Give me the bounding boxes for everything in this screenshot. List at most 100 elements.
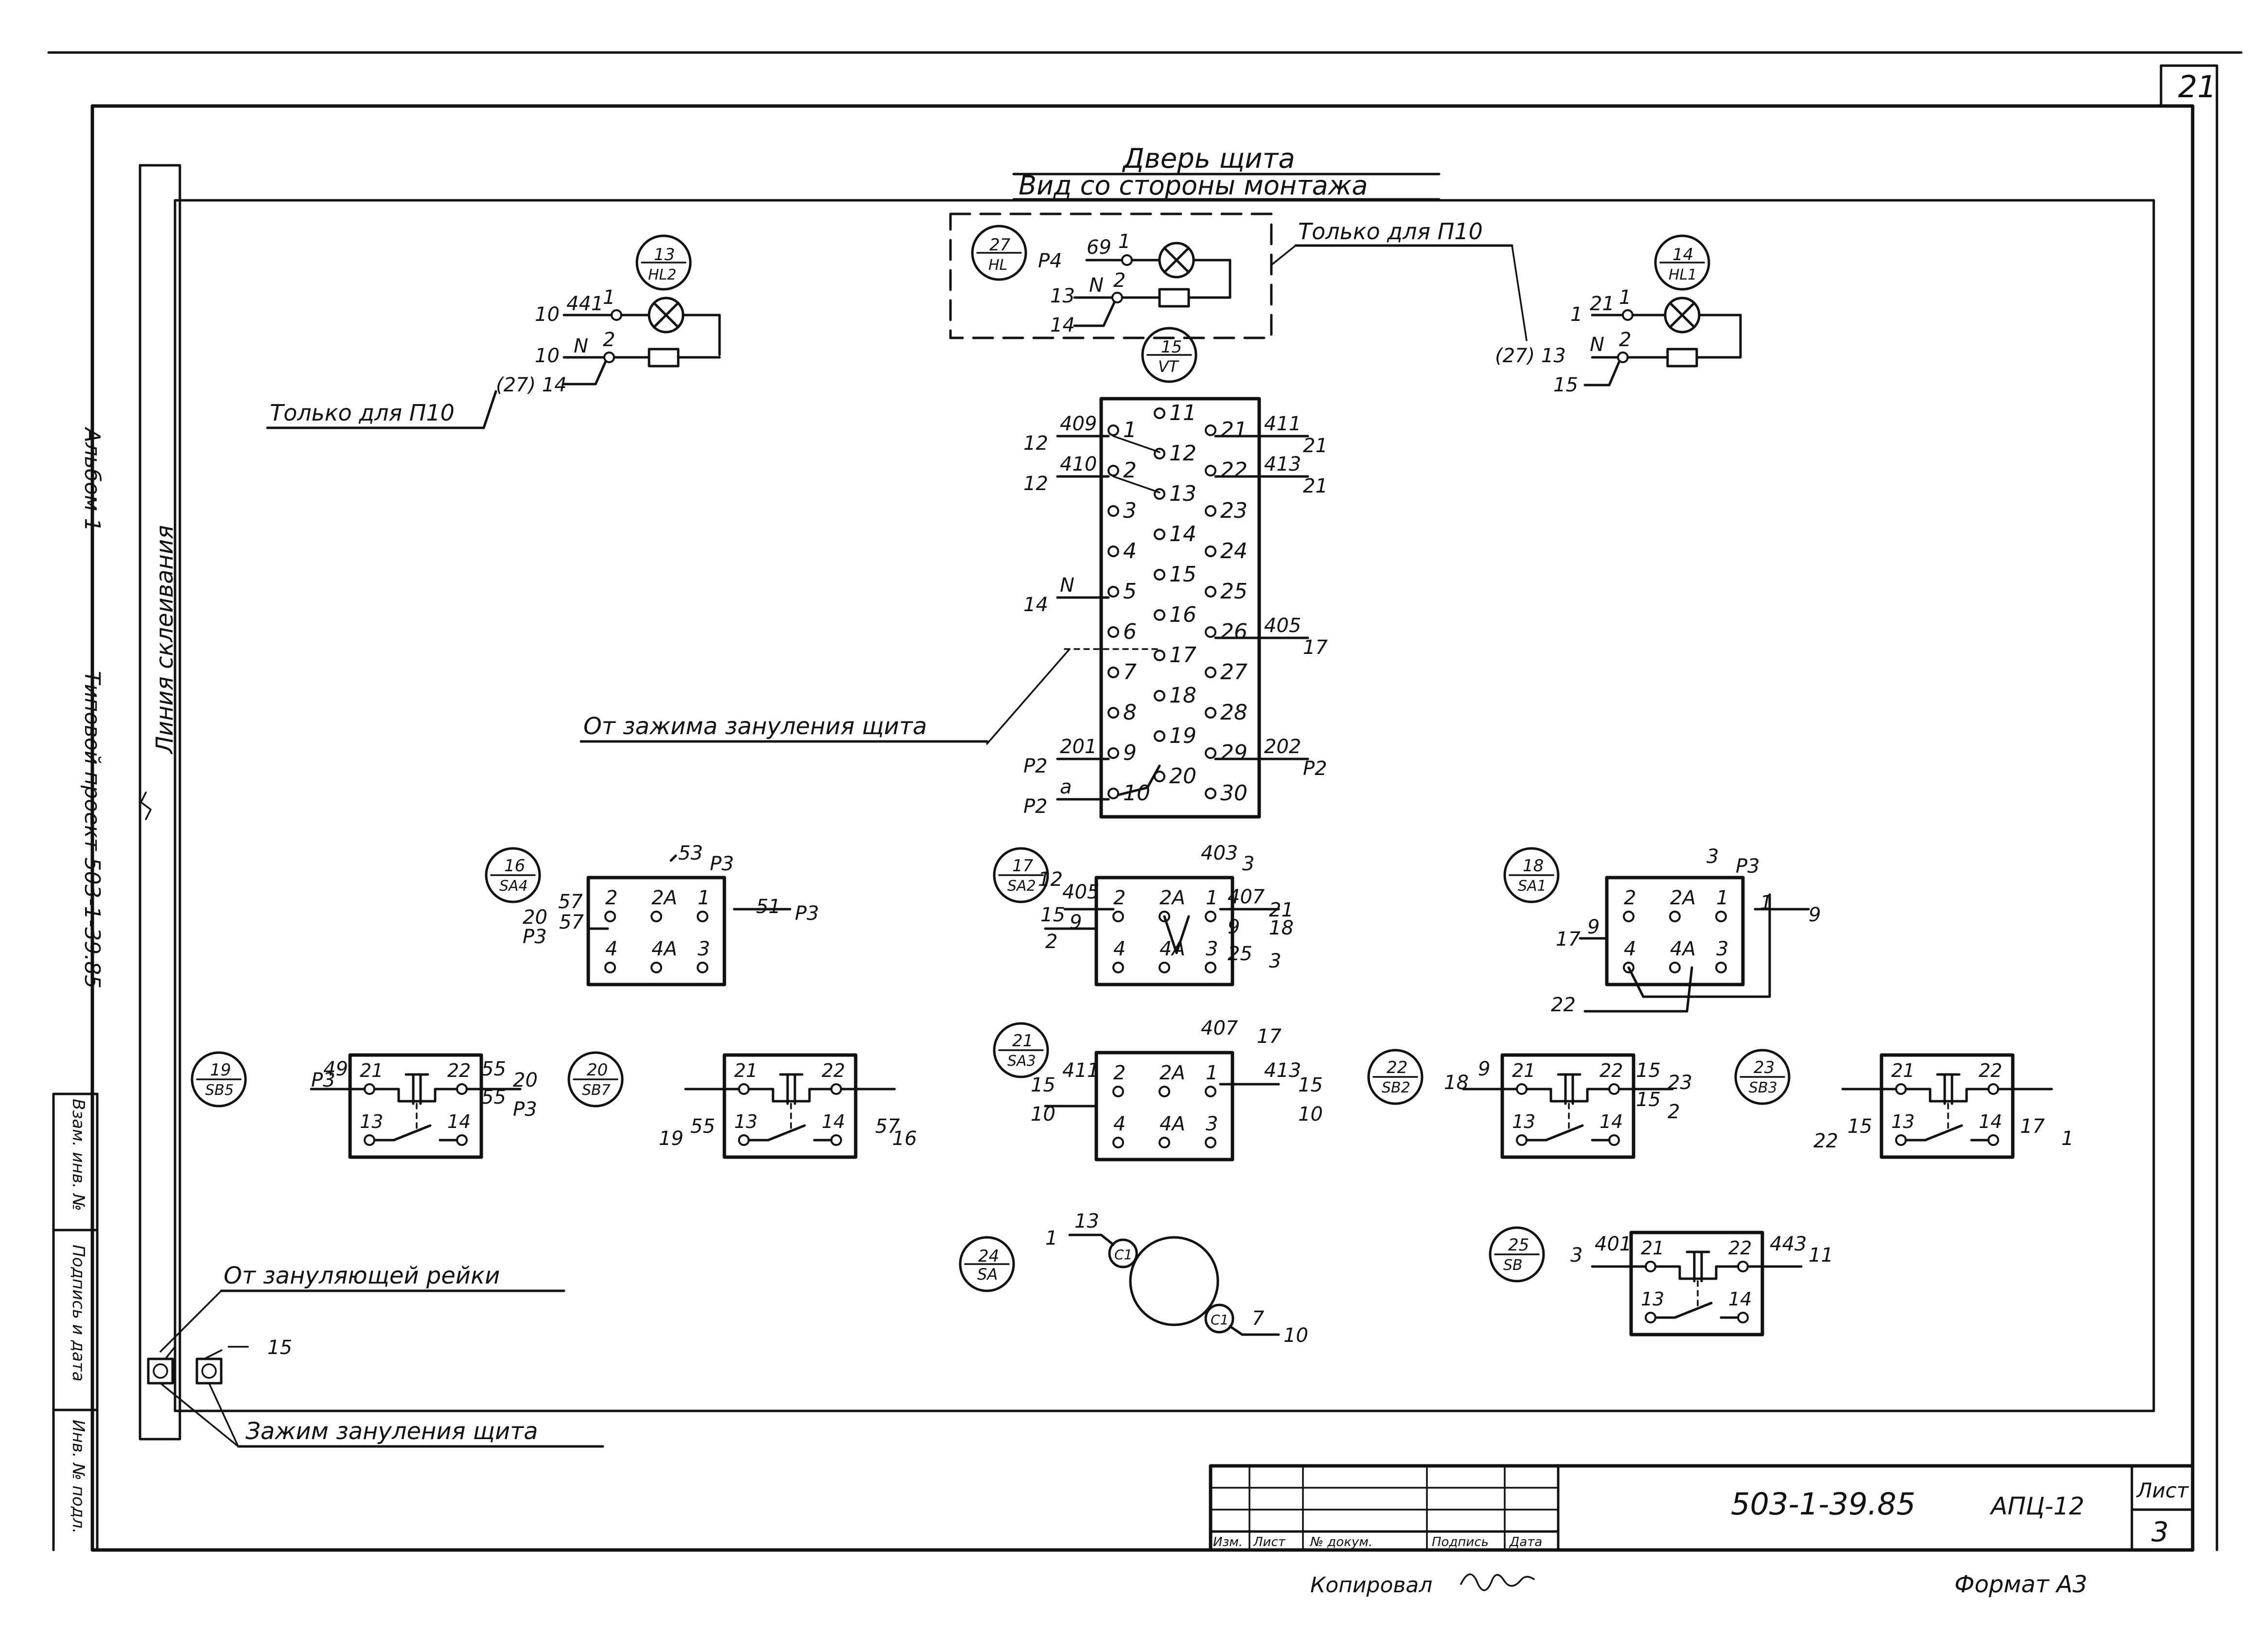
hl-w1-pin: 1 xyxy=(1118,230,1130,253)
button-pin-label: 22 xyxy=(1728,1237,1752,1259)
sa-label-c1a: C1 xyxy=(1114,1247,1132,1263)
button-wire-label: 55 xyxy=(481,1086,506,1109)
switch-pin xyxy=(1112,962,1124,973)
vt-terminal-label: 15 xyxy=(1169,562,1196,587)
vt-terminal xyxy=(1108,424,1119,436)
button-pin-label: 22 xyxy=(1600,1060,1623,1081)
title-block xyxy=(1209,1464,2195,1552)
button-pin-label: 13 xyxy=(1891,1111,1915,1132)
button-pin-label: 22 xyxy=(822,1060,845,1081)
hl1-tag: 14 xyxy=(1672,245,1693,264)
vt-terminal-columns: 1234567891011121314151617181920212223242… xyxy=(1023,401,1328,818)
vt-terminal-label: 3 xyxy=(1123,498,1137,523)
sheet-label: Лист xyxy=(2136,1479,2189,1502)
switch-pin-label: 2 xyxy=(1113,887,1125,909)
button-nc-contact xyxy=(1525,1088,1611,1103)
vt-note-leader xyxy=(986,648,1071,745)
vt-terminal-label: 17 xyxy=(1169,643,1196,668)
button-pin-label: 21 xyxy=(1641,1237,1664,1259)
button-wire-label: 16 xyxy=(892,1127,917,1150)
hl-w1-mark: 69 xyxy=(1087,236,1111,259)
vt-terminal xyxy=(1108,667,1119,678)
switch-wire-label: 3 xyxy=(1242,853,1254,875)
vt-terminal xyxy=(1205,707,1216,719)
hl2-w1-pin: 1 xyxy=(603,286,615,309)
button-tag: 23 xyxy=(1754,1058,1775,1077)
switch-pin xyxy=(1715,911,1727,922)
copied-label: Копировал xyxy=(1310,1573,1432,1598)
hl1-w2-pin: 2 xyxy=(1619,329,1631,351)
ground-clamp-note: Зажим зануления щита xyxy=(246,1418,538,1445)
button-pin-label: 14 xyxy=(447,1111,471,1132)
vt-terminal-label: 14 xyxy=(1169,522,1196,546)
vt-terminal-label: 25 xyxy=(1220,579,1248,604)
button-wire-label: 11 xyxy=(1809,1244,1833,1267)
switch-tag: 21 xyxy=(1012,1031,1033,1051)
switch-wire-label: 15 xyxy=(1298,1074,1323,1096)
vt-terminal-label: 28 xyxy=(1220,700,1248,725)
button-pin xyxy=(456,1134,468,1146)
vt-terminal xyxy=(1154,569,1165,581)
hl-w2-mark: N xyxy=(1089,274,1104,297)
tb-col-izm: Изм. xyxy=(1213,1535,1243,1549)
hl-w2-pin: 2 xyxy=(1113,269,1125,292)
switch-pin xyxy=(1669,962,1681,973)
album-label: Альбом 1 xyxy=(80,426,105,531)
vt-terminal xyxy=(1108,707,1119,719)
button-pin-label: 14 xyxy=(1728,1288,1752,1310)
hl-name: HL xyxy=(988,257,1007,274)
switch-pin-label: 2A xyxy=(1160,1062,1185,1084)
button-wire-label: 23 xyxy=(1668,1072,1692,1094)
vt-terminal-label: 8 xyxy=(1123,700,1137,725)
sa-label-c1b: C1 xyxy=(1211,1312,1229,1328)
switch-wire-label: 3 xyxy=(1269,950,1281,972)
switch-pin-label: 2 xyxy=(1624,887,1636,909)
tb-col-date: Дата xyxy=(1509,1535,1542,1549)
vt-terminal xyxy=(1154,528,1165,540)
switch-wire-label: 407 xyxy=(1201,1017,1238,1039)
hl1-w3-left: 15 xyxy=(1553,374,1578,396)
switch-wire-label: Р3 xyxy=(523,926,547,948)
button-wire-label: 49 xyxy=(323,1058,348,1080)
button-tag-circle xyxy=(567,1051,624,1108)
sa1-loop xyxy=(1627,893,1771,998)
ground-clamps xyxy=(147,1289,604,1448)
button-no-contact xyxy=(392,1124,432,1142)
switch-pin xyxy=(1715,962,1727,973)
vt-left-wire-far: 12 xyxy=(1023,473,1048,495)
button-tag: 19 xyxy=(210,1060,231,1080)
ground-rail-note: От зануляющей рейки xyxy=(224,1262,500,1289)
format-label: Формат А3 xyxy=(1954,1571,2087,1598)
vt-terminal xyxy=(1108,626,1119,638)
switch-pin-label: 3 xyxy=(1716,938,1728,960)
switch-wire-label: 51 xyxy=(756,896,781,918)
vt-terminal-label: 21 xyxy=(1220,418,1248,442)
sa-label-7: 7 xyxy=(1252,1307,1265,1330)
sa1-lead xyxy=(1583,966,1693,1013)
hl1-w2-left: (27) 13 xyxy=(1495,345,1566,367)
vt-terminal-label: 19 xyxy=(1169,723,1196,748)
button-name: SB xyxy=(1503,1257,1523,1274)
switch-wire-label: 9 xyxy=(1587,916,1600,938)
switch-name: SA2 xyxy=(1007,878,1036,895)
only-p10-right: Только для П10 xyxy=(1298,218,1483,245)
vt-terminal-label: 16 xyxy=(1169,602,1196,627)
vt-left-wire-far: Р2 xyxy=(1023,795,1048,818)
button-wire-label: 20 xyxy=(513,1069,538,1091)
left-stamp xyxy=(52,1092,99,1551)
button-tag-circle xyxy=(1734,1049,1791,1105)
switch-tag: 18 xyxy=(1523,856,1544,876)
vt-terminal-label: 23 xyxy=(1220,498,1248,523)
switch-pin-label: 4A xyxy=(1160,1113,1185,1135)
switch-body xyxy=(586,876,726,986)
switch-pin xyxy=(1112,911,1124,922)
button-name: SB5 xyxy=(205,1082,234,1099)
button-pin-label: 14 xyxy=(822,1111,845,1132)
vt-left-wire-far: Р2 xyxy=(1023,755,1048,777)
